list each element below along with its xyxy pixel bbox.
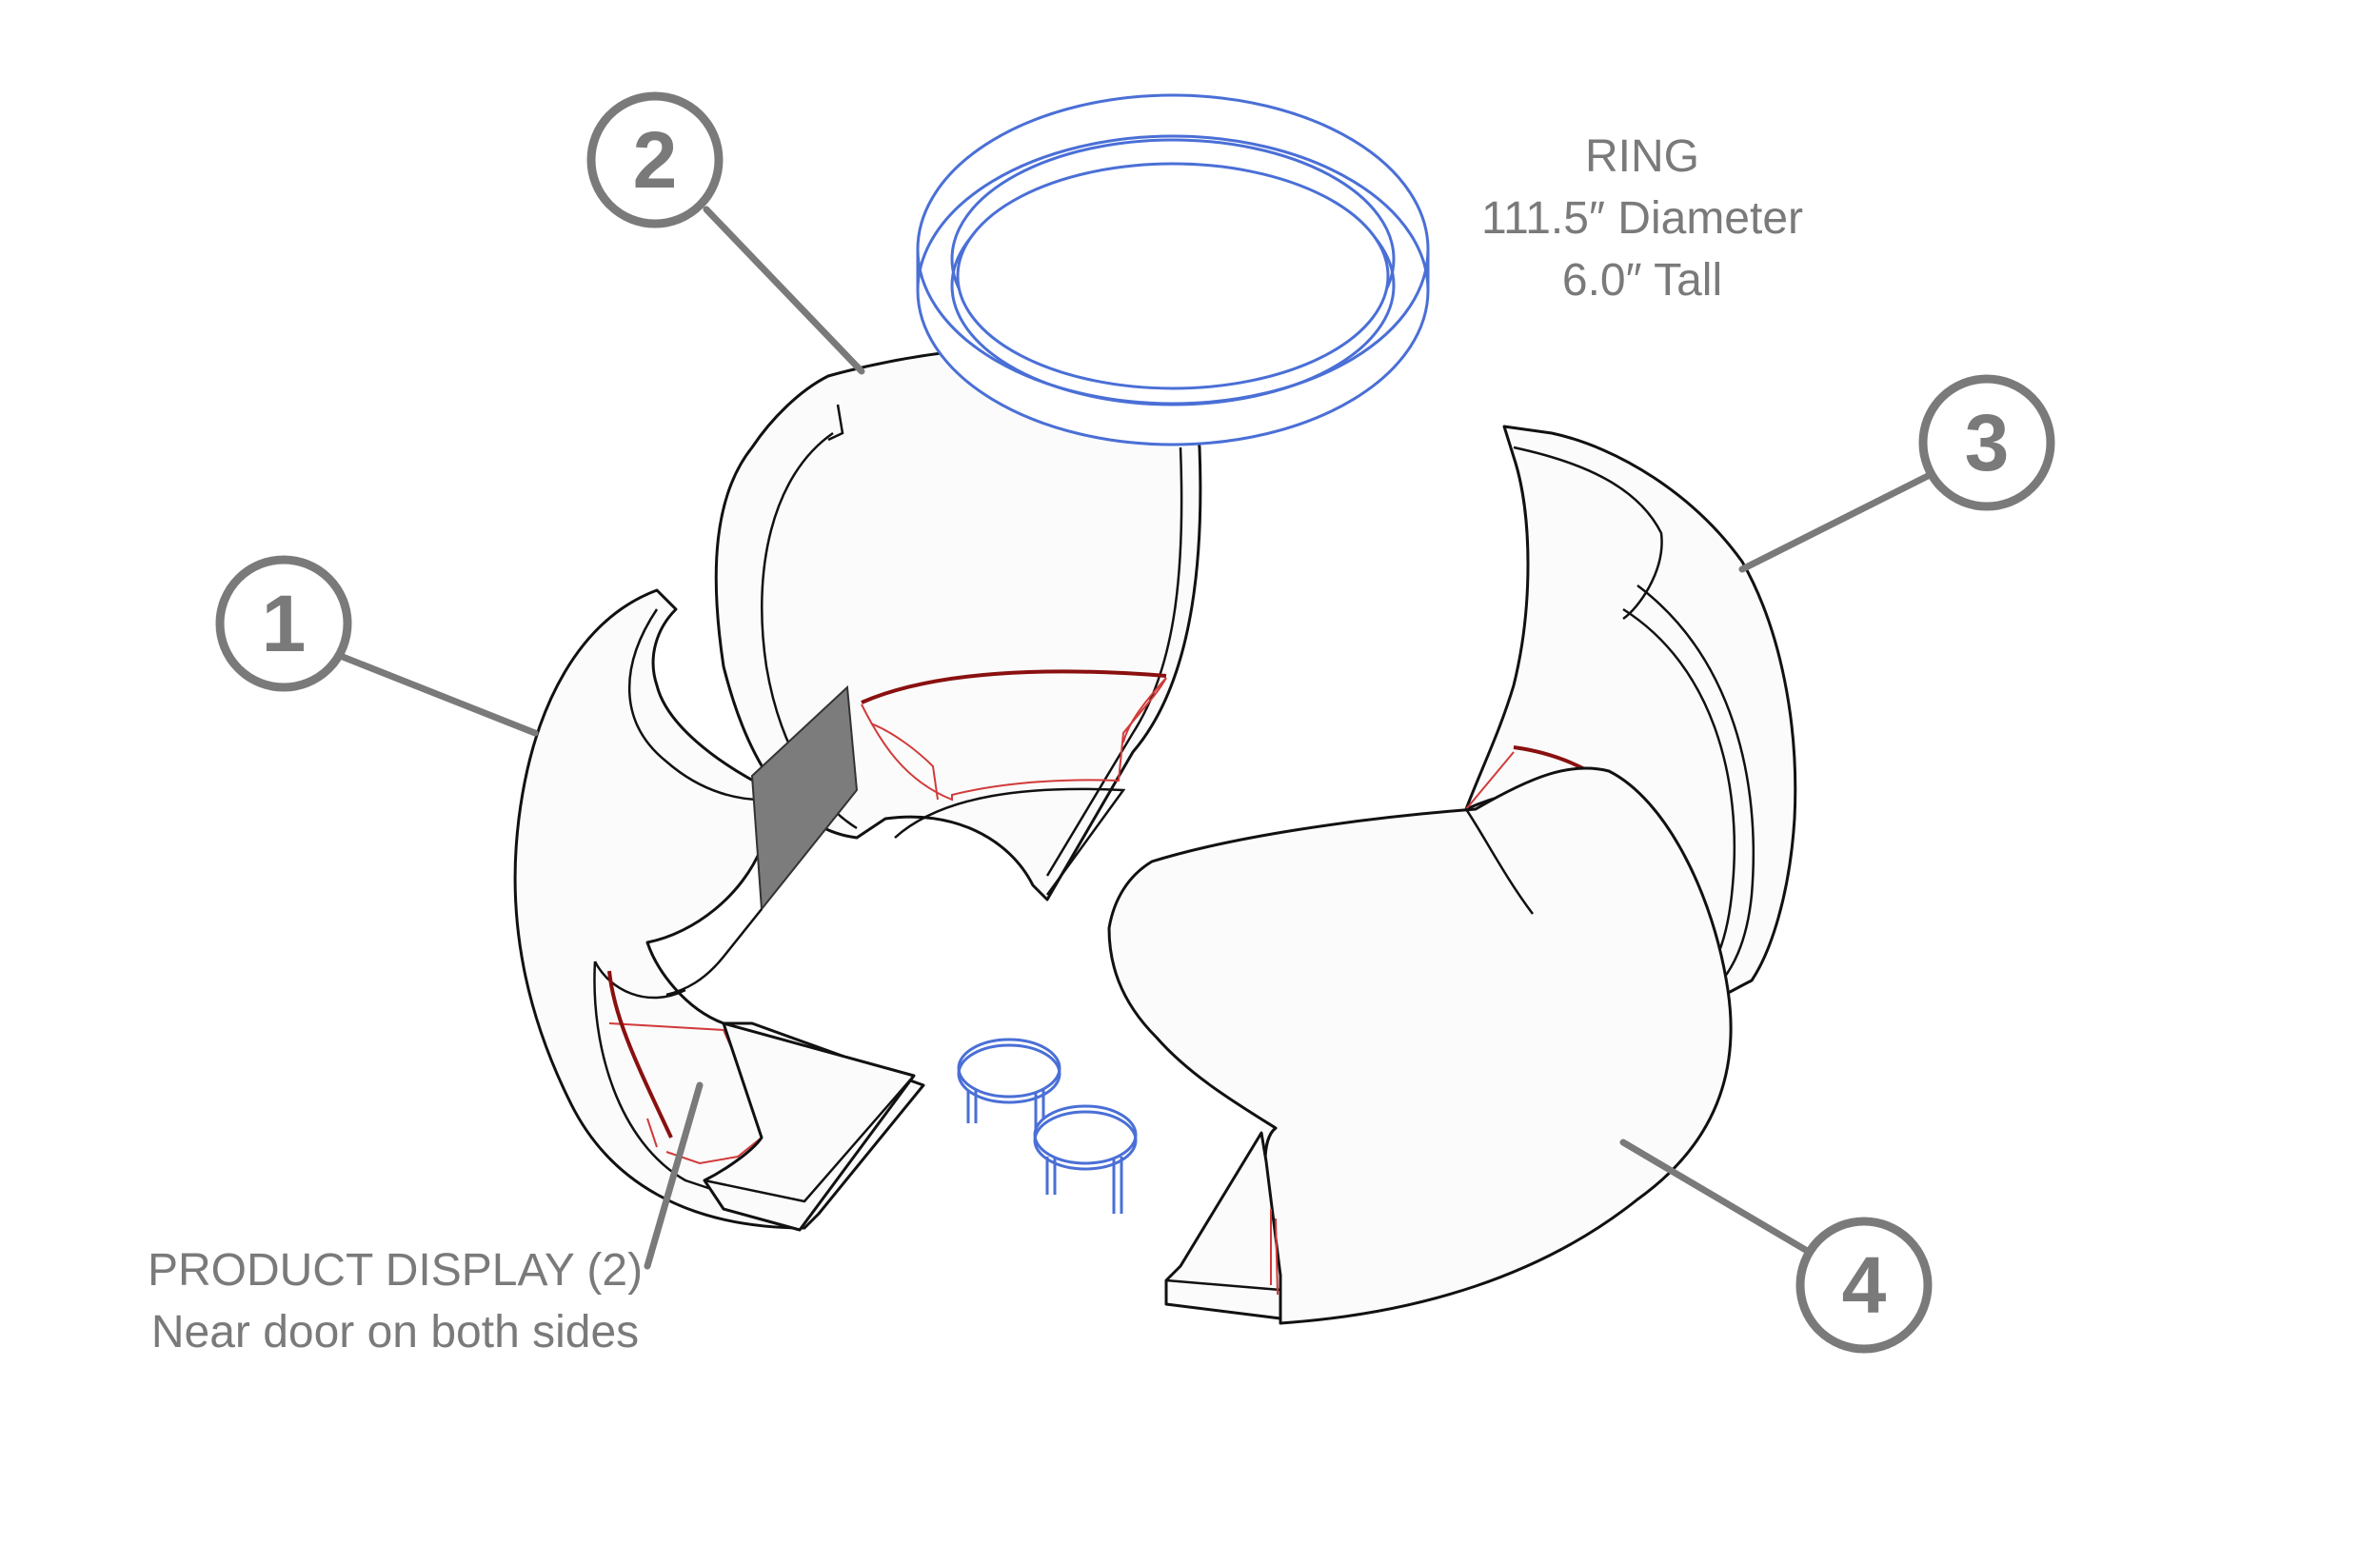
- leader-1: [339, 653, 539, 737]
- section-4: [1107, 766, 1733, 1325]
- svg-text:4: 4: [1842, 1240, 1887, 1330]
- ring-label: RING 111.5″ Diameter 6.0″ Tall: [1481, 131, 1803, 306]
- svg-text:3: 3: [1965, 398, 2010, 487]
- product-display-label-line2: Near door on both sides: [151, 1307, 639, 1357]
- callout-4: 4: [1795, 1217, 1933, 1354]
- callout-3: 3: [1918, 374, 2055, 511]
- tables: [957, 1038, 1138, 1214]
- callout-2: 2: [586, 91, 724, 228]
- product-display-label: PRODUCT DISPLAY (2) Near door on both si…: [148, 1245, 643, 1357]
- section-1: [513, 588, 925, 1232]
- ring-label-height: 6.0″ Tall: [1562, 255, 1722, 306]
- callout-1: 1: [215, 555, 352, 692]
- product-display-label-line1: PRODUCT DISPLAY (2): [148, 1245, 643, 1296]
- leader-4: [1619, 1139, 1813, 1256]
- leader-3: [1738, 472, 1932, 573]
- ring: [916, 93, 1430, 446]
- table-1: [957, 1038, 1061, 1142]
- ring-label-title: RING: [1585, 131, 1699, 182]
- leader-2: [703, 206, 865, 375]
- leader-product-display: [644, 1081, 704, 1270]
- ring-label-diameter: 111.5″ Diameter: [1481, 193, 1803, 244]
- svg-text:1: 1: [262, 579, 307, 668]
- svg-text:2: 2: [633, 115, 678, 205]
- table-2: [1033, 1104, 1138, 1214]
